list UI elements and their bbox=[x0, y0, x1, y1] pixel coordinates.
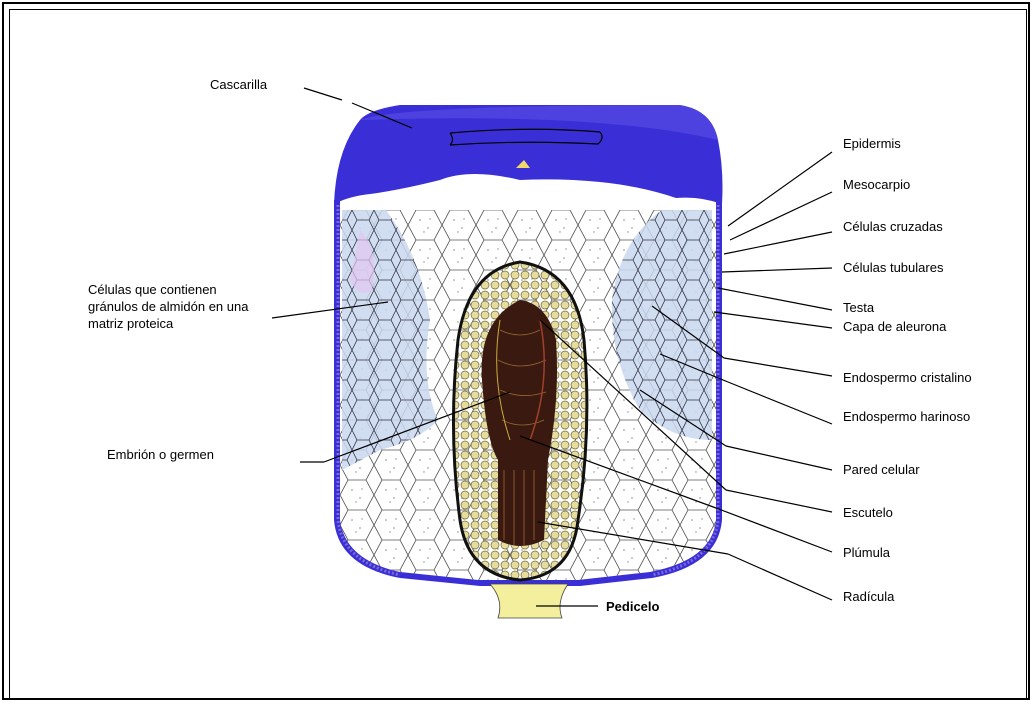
label-cascarilla: Cascarilla bbox=[210, 76, 267, 93]
label-celulas-cruzadas: Células cruzadas bbox=[843, 218, 943, 235]
label-escutelo: Escutelo bbox=[843, 504, 893, 521]
label-endospermo-cristalino: Endospermo cristalino bbox=[843, 369, 972, 386]
label-capa-aleurona: Capa de aleurona bbox=[843, 318, 946, 335]
label-celulas-almidon: Células que contienen gránulos de almidó… bbox=[88, 281, 258, 332]
label-embrion: Embrión o germen bbox=[107, 446, 214, 463]
label-plumula: Plúmula bbox=[843, 544, 890, 561]
label-pared-celular: Pared celular bbox=[843, 461, 920, 478]
label-endospermo-harinoso: Endospermo harinoso bbox=[843, 408, 970, 425]
label-pedicelo: Pedicelo bbox=[606, 598, 659, 615]
pedicel-shape bbox=[490, 584, 568, 618]
label-celulas-tubulares: Células tubulares bbox=[843, 259, 943, 276]
label-epidermis: Epidermis bbox=[843, 135, 901, 152]
label-radicula: Radícula bbox=[843, 588, 894, 605]
label-testa: Testa bbox=[843, 299, 874, 316]
label-mesocarpio: Mesocarpio bbox=[843, 176, 910, 193]
